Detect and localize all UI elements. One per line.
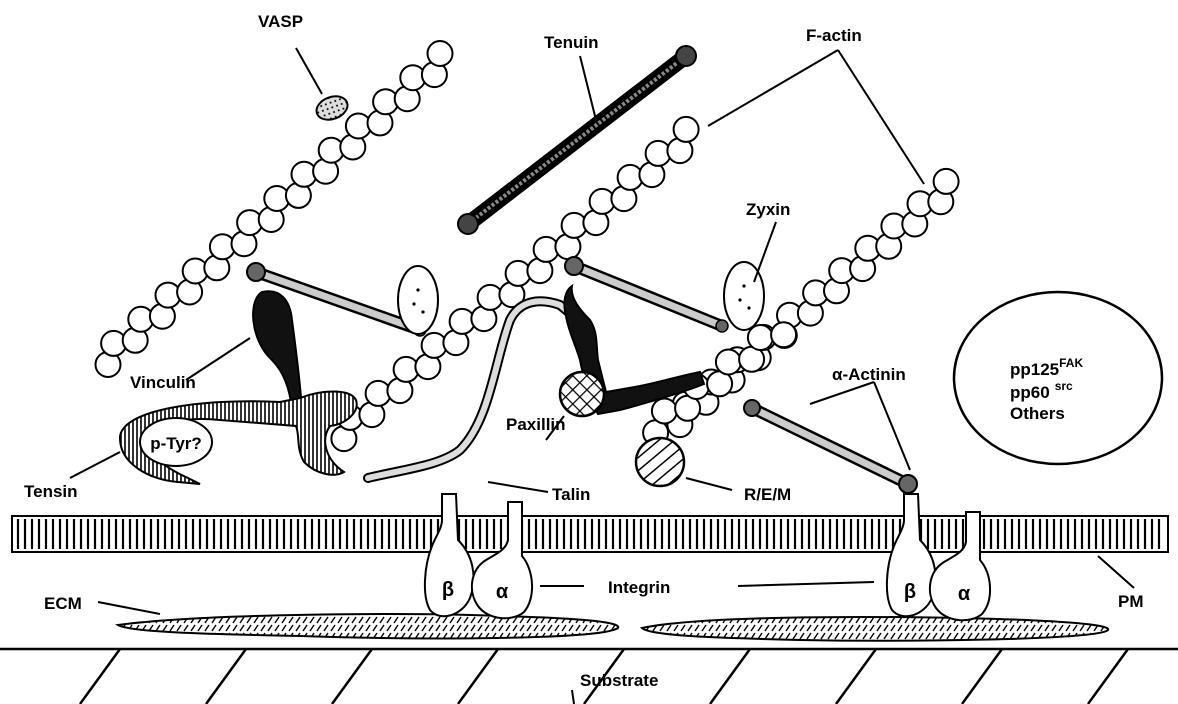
alpha-label-left: α (496, 581, 509, 603)
plasma-membrane (12, 516, 1168, 552)
integrin-left: β α (425, 494, 532, 618)
actin-filaments (96, 41, 959, 451)
rem-label: R/E/M (744, 485, 791, 504)
zyxin-label: Zyxin (746, 200, 790, 219)
ptyr-badge: p-Tyr? (140, 418, 212, 466)
paxillin-label: Paxillin (506, 415, 566, 434)
tenuin-rod (458, 46, 696, 234)
ptyr-label: p-Tyr? (150, 434, 202, 453)
pm-label: PM (1118, 592, 1144, 611)
vinculin-left (253, 291, 302, 410)
vinculin-label: Vinculin (130, 373, 196, 392)
integrin-label: Integrin (608, 578, 670, 597)
talin-label: Talin (552, 485, 590, 504)
others-label: Others (1010, 404, 1065, 423)
alpha-actinin-label: α-Actinin (832, 365, 906, 384)
vasp-protein (313, 92, 351, 124)
beta-label-left: β (442, 579, 454, 601)
tenuin-label: Tenuin (544, 33, 598, 52)
substrate-label: Substrate (580, 671, 658, 690)
beta-label-right: β (904, 581, 916, 603)
ecm-label: ECM (44, 594, 82, 613)
factin-label: F-actin (806, 26, 862, 45)
paxillin-protein (560, 372, 604, 416)
integrin-right: β α (887, 494, 990, 620)
vasp-label: VASP (258, 12, 303, 31)
alpha-label-right: α (958, 583, 971, 605)
tensin-label: Tensin (24, 482, 78, 501)
actin-filament-3 (667, 169, 958, 437)
rem-protein (636, 438, 684, 486)
